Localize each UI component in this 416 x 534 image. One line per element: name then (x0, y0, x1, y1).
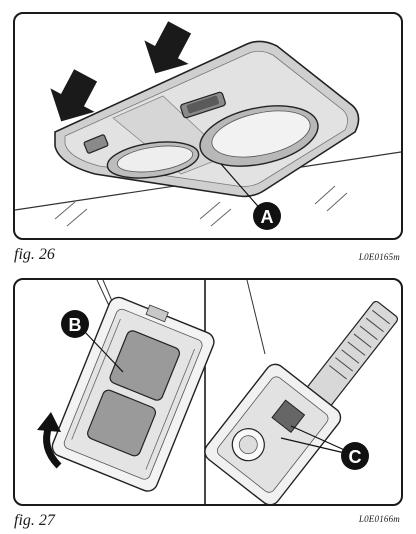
hatch-mark (210, 208, 232, 227)
bulb-clip (271, 399, 306, 434)
hatch-mark (54, 201, 76, 220)
lamp-cover-upper (109, 330, 180, 401)
lamp-unit (51, 296, 215, 492)
right-switch-button (186, 95, 219, 114)
push-arrow-icon (144, 21, 192, 74)
callout-c-label: C (349, 447, 362, 467)
figure-27-code: L0E0166m (358, 514, 400, 524)
callout-b-label: B (69, 315, 82, 335)
figure-26-caption: fig. 26 (14, 246, 55, 263)
callout-c-leader (280, 437, 350, 455)
lamp-cover-lower (87, 389, 157, 457)
callout-c-badge (341, 442, 369, 470)
hatch-mark (314, 185, 336, 205)
hatch-mark (326, 192, 348, 212)
hatch-mark (66, 208, 88, 227)
figure-26-code: L0E0165m (358, 252, 400, 262)
lamp-removal-illustration: B C (37, 280, 399, 504)
callout-a-badge (253, 202, 281, 230)
right-lamp-lens-inner (211, 110, 311, 158)
push-arrow-icon (50, 69, 98, 122)
hatch-mark (199, 201, 221, 220)
left-lamp-lens-inner (116, 145, 194, 173)
callout-b-badge (61, 310, 89, 338)
figure-27-panel: B C (13, 278, 403, 506)
ceiling-lamp-illustration: A (15, 21, 401, 230)
curved-arrow-icon (37, 412, 62, 469)
left-switch (83, 134, 109, 154)
callout-b-leader (82, 329, 124, 373)
wire (246, 280, 266, 355)
lamp-body (204, 363, 342, 504)
callout-a-label: A (261, 207, 274, 227)
figure-27-caption: fig. 27 (14, 512, 55, 529)
figure-26-panel: A (13, 12, 403, 240)
callout-c-leader (290, 425, 350, 453)
callout-a-leader (220, 163, 264, 213)
